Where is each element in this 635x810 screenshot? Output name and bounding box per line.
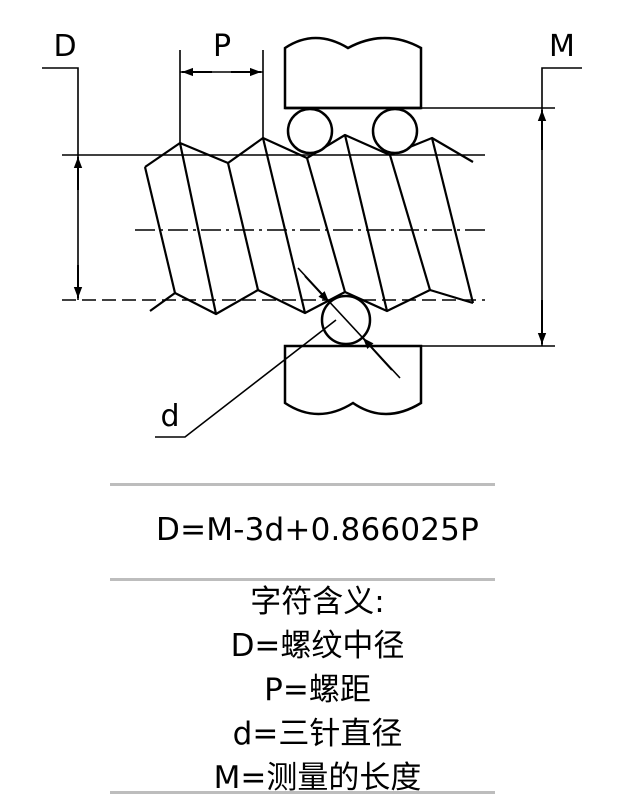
label-D: D (53, 29, 76, 64)
divider-bottom (110, 791, 495, 794)
legend-item-d: d=三针直径 (232, 716, 403, 752)
wire-top-right (371, 107, 419, 155)
label-M: M (549, 29, 575, 64)
legend: 字符含义: D=螺纹中径 P=螺距 d=三针直径 M=测量的长度 (0, 580, 635, 800)
wire-top-left (286, 107, 334, 155)
legend-item-D: D=螺纹中径 (230, 628, 405, 664)
label-d: d (160, 399, 179, 434)
divider-middle (110, 578, 495, 581)
legend-item-M: M=测量的长度 (213, 760, 422, 796)
top-anvil (283, 36, 423, 110)
label-P: P (213, 29, 231, 64)
dim-M-leader (541, 67, 582, 108)
thread-profile (143, 133, 475, 316)
dim-D-leader (42, 67, 79, 155)
legend-item-P: P=螺距 (264, 672, 371, 708)
wire-label-leader (155, 319, 337, 438)
bottom-anvil (283, 344, 423, 416)
formula-text: D=M-3d+0.866025P (156, 512, 479, 548)
divider-top (110, 483, 495, 486)
legend-title: 字符含义: (250, 584, 385, 620)
